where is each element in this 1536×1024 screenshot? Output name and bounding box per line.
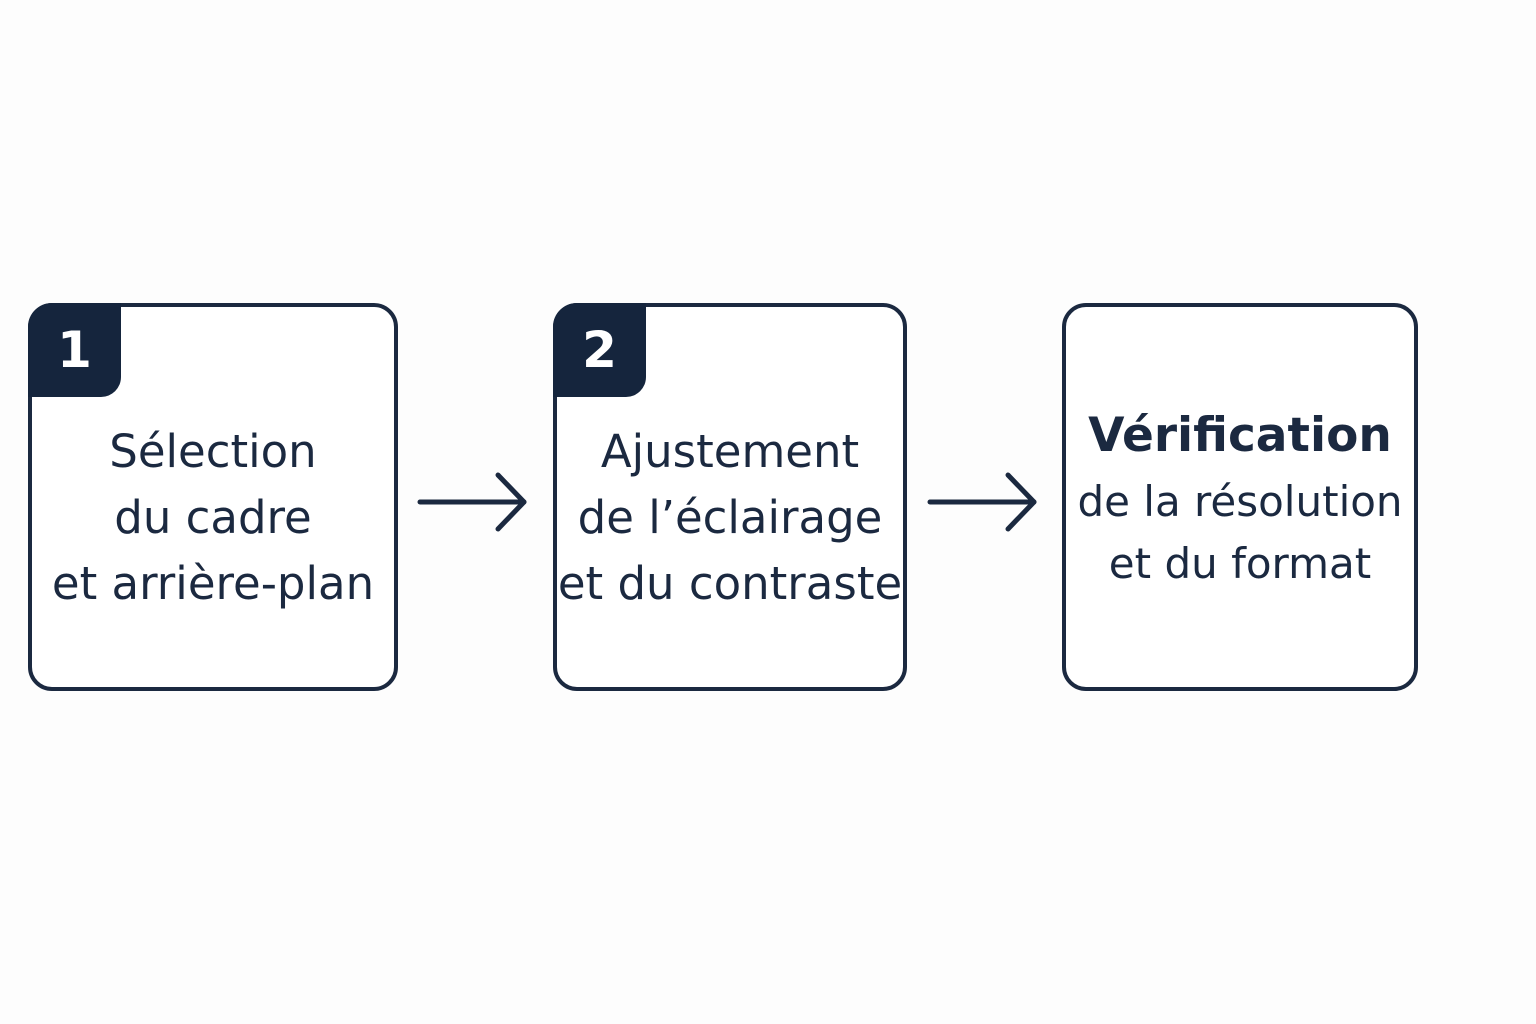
step-line: Ajustement bbox=[600, 425, 860, 478]
arrow-right-icon bbox=[927, 472, 1037, 532]
step-description: Vérification de la résolution et du form… bbox=[1066, 401, 1414, 595]
step-line: du cadre bbox=[114, 491, 312, 544]
step-number-badge: 1 bbox=[28, 303, 121, 397]
step-line: de l’éclairage bbox=[577, 491, 883, 544]
step-2-box: 2 Ajustement de l’éclairage et du contra… bbox=[553, 303, 907, 691]
step-title: Vérification bbox=[1088, 408, 1392, 463]
step-description: Sélection du cadre et arrière-plan bbox=[32, 419, 394, 617]
step-line: et arrière-plan bbox=[51, 557, 375, 610]
step-1-box: 1 Sélection du cadre et arrière-plan bbox=[28, 303, 398, 691]
step-number-badge: 2 bbox=[553, 303, 646, 397]
step-line: et du contraste bbox=[557, 557, 903, 610]
arrow-right-icon bbox=[417, 472, 527, 532]
step-line: et du format bbox=[1108, 539, 1372, 588]
step-line: de la résolution bbox=[1077, 477, 1403, 526]
step-line: Sélection bbox=[109, 425, 317, 478]
step-3-box: Vérification de la résolution et du form… bbox=[1062, 303, 1418, 691]
step-description: Ajustement de l’éclairage et du contrast… bbox=[557, 419, 903, 617]
